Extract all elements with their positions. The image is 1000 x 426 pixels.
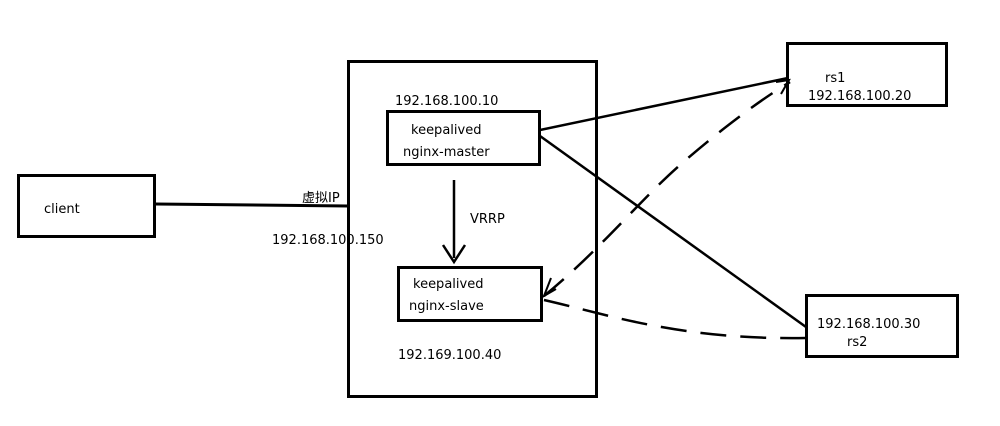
slave-rs2-dashed-line bbox=[543, 298, 807, 340]
client-link-line bbox=[154, 202, 349, 208]
slave-ip-label: 192.169.100.40 bbox=[398, 348, 502, 363]
master-line1: keepalived bbox=[411, 123, 482, 138]
client-box: client bbox=[17, 174, 156, 238]
slave-arrowhead bbox=[542, 277, 557, 299]
rs2-box: 192.168.100.30 rs2 bbox=[805, 294, 959, 358]
rs1-arrowhead bbox=[775, 78, 791, 95]
slave-line1: keepalived bbox=[413, 277, 484, 292]
slave-rs1-dashed-line bbox=[543, 80, 791, 297]
client-label: client bbox=[44, 202, 80, 217]
rs1-name: rs1 bbox=[825, 71, 846, 86]
rs1-box: rs1 192.168.100.20 bbox=[786, 42, 948, 107]
master-ip-label: 192.168.100.10 bbox=[395, 94, 499, 109]
slave-line2: nginx-slave bbox=[409, 299, 484, 314]
vrrp-label: VRRP bbox=[470, 212, 505, 227]
rs2-name: rs2 bbox=[847, 335, 868, 350]
server-group-box bbox=[347, 60, 598, 398]
master-rs1-line bbox=[539, 76, 789, 132]
vrrp-arrowhead bbox=[441, 244, 467, 265]
virtual-ip-address: 192.168.100.150 bbox=[272, 233, 384, 248]
slave-box: keepalived nginx-slave bbox=[397, 266, 543, 322]
rs2-ip: 192.168.100.30 bbox=[817, 317, 921, 332]
virtual-ip-label: 虚拟IP bbox=[302, 191, 340, 206]
master-box: keepalived nginx-master bbox=[386, 110, 541, 166]
master-line2: nginx-master bbox=[403, 145, 490, 160]
master-rs2-line bbox=[539, 134, 807, 329]
rs1-ip: 192.168.100.20 bbox=[808, 89, 912, 104]
